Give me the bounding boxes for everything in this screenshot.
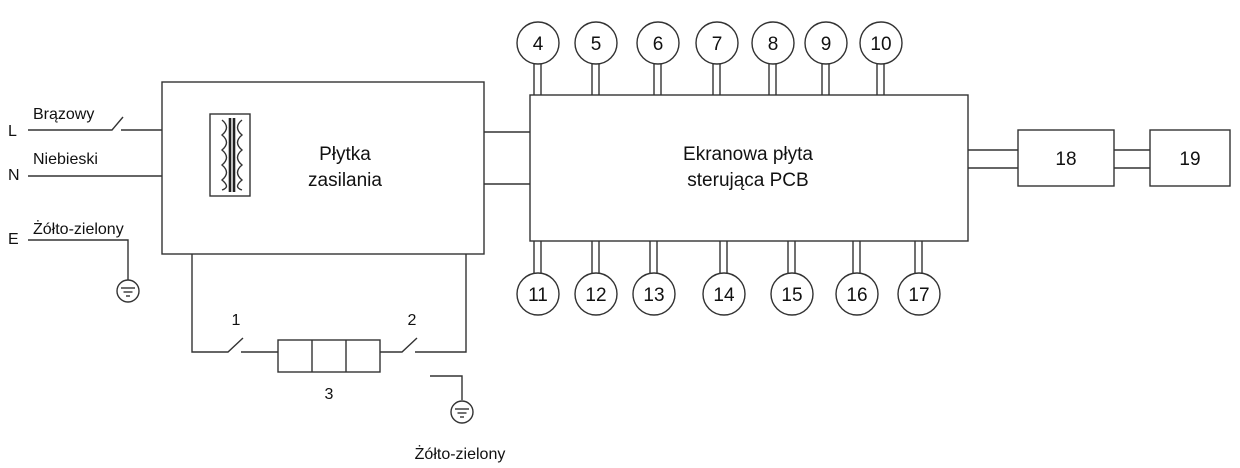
control-board (529, 94, 969, 242)
link-to-18 (968, 149, 1018, 169)
heater-element (277, 339, 381, 373)
wire-color-yellow-green: Żółto-zielony (33, 219, 124, 238)
transformer-icon (209, 113, 251, 197)
board-link-wires (484, 131, 530, 185)
component-16: 16 (835, 241, 879, 316)
block-19-label: 19 (1179, 149, 1200, 170)
ground-icon (116, 279, 140, 303)
heater-element-label: 3 (325, 386, 334, 403)
terminal-N: N (8, 167, 20, 184)
component-4-label: 4 (533, 34, 544, 55)
component-10: 10 (859, 21, 903, 95)
switch-1 (191, 254, 278, 353)
block-18 (1017, 129, 1115, 187)
component-17: 17 (897, 241, 941, 316)
power-board (161, 81, 485, 255)
block-19 (1149, 129, 1231, 187)
component-7: 7 (695, 21, 739, 95)
component-11-label: 11 (528, 285, 548, 306)
component-9: 9 (804, 21, 848, 95)
component-8-label: 8 (768, 34, 779, 55)
component-15-label: 15 (781, 285, 802, 306)
wire-color-brown: Brązowy (33, 106, 94, 123)
component-10-label: 10 (870, 34, 891, 55)
heater-circuit: 1 2 3 (191, 254, 467, 403)
component-12-label: 12 (585, 285, 606, 306)
control-board-title-line1: Ekranowa płyta (683, 144, 813, 165)
component-17-label: 17 (908, 285, 929, 306)
bottom-earth: Żółto-zielony (415, 375, 506, 463)
bottom-components: 11 12 13 14 15 16 17 (516, 241, 941, 316)
earth-wire-bottom (430, 375, 463, 400)
switch-2-label: 2 (408, 312, 417, 329)
component-5-label: 5 (591, 34, 602, 55)
terminal-E: E (8, 231, 19, 248)
line-E-input: E Żółto-zielony (8, 219, 140, 303)
component-14-label: 14 (713, 285, 735, 306)
terminal-L: L (8, 123, 17, 140)
component-16-label: 16 (846, 285, 867, 306)
component-4: 4 (516, 21, 560, 95)
component-6-label: 6 (653, 34, 664, 55)
wire-color-blue: Niebieski (33, 151, 98, 168)
switch-2 (380, 254, 467, 353)
block-18-label: 18 (1055, 149, 1076, 170)
component-13-label: 13 (643, 285, 664, 306)
power-board-title-line1: Płytka (319, 144, 371, 165)
component-5: 5 (574, 21, 618, 95)
earth-color-label: Żółto-zielony (415, 444, 506, 463)
control-board-title-line2: sterująca PCB (687, 170, 808, 191)
component-9-label: 9 (821, 34, 832, 55)
line-L-input: L Brązowy (8, 106, 210, 140)
component-14: 14 (702, 241, 746, 316)
component-8: 8 (751, 21, 795, 95)
power-board-title-line2: zasilania (308, 170, 382, 191)
component-11: 11 (516, 241, 560, 316)
component-13: 13 (632, 241, 676, 316)
top-components: 4 5 6 7 8 9 10 (516, 21, 903, 95)
earth-wire (28, 239, 129, 280)
component-7-label: 7 (712, 34, 723, 55)
link-to-19 (1114, 149, 1150, 169)
component-15: 15 (770, 241, 814, 316)
switch-1-label: 1 (232, 312, 241, 329)
right-chain: 18 19 (968, 129, 1231, 187)
component-6: 6 (636, 21, 680, 95)
component-12: 12 (574, 241, 618, 316)
ground-icon (450, 400, 474, 424)
